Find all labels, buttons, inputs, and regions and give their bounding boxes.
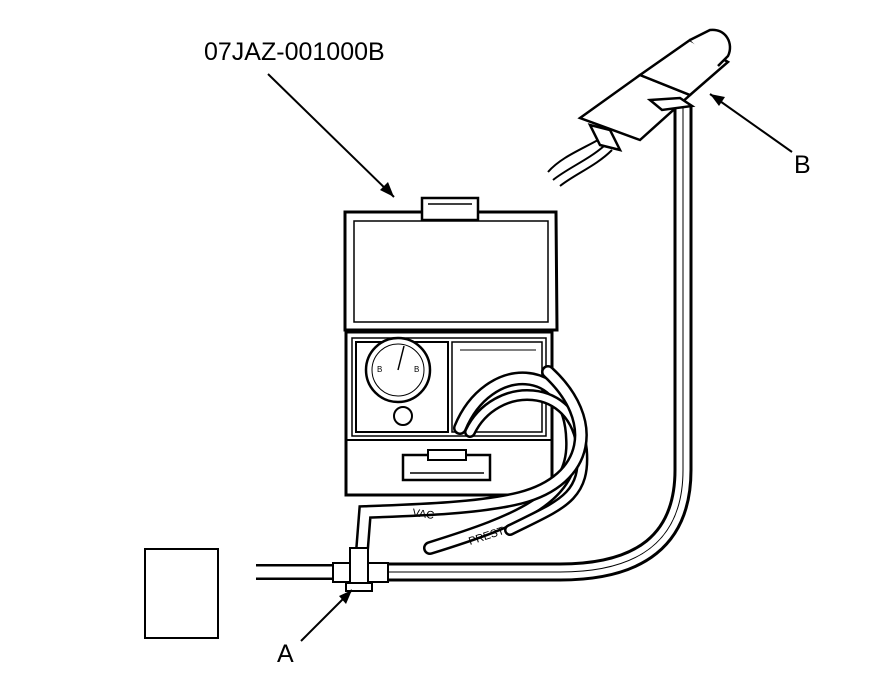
tee-fitting (332, 547, 389, 592)
callout-b-label: B (794, 151, 811, 179)
pressure-gauge-dial: B B (364, 336, 432, 404)
tester-hoses (355, 365, 589, 557)
blank-reference-box (144, 548, 219, 639)
callout-b-leader-line (709, 93, 793, 153)
callout-a-arrowhead (339, 590, 352, 604)
map-sensor (577, 28, 732, 152)
vacuum-hose-label: VAC (412, 507, 435, 522)
gauge-scale-left-label: B (377, 365, 382, 374)
callout-b-arrowhead (710, 94, 725, 106)
callout-a-label: A (277, 640, 294, 668)
sensor-wires (547, 139, 613, 187)
tool-part-number-label: 07JAZ-001000B (204, 38, 385, 66)
adjuster-knob (393, 406, 413, 426)
tool-leader-line (267, 73, 395, 198)
gauge-scale-right-label: B (414, 365, 419, 374)
tool-arrowhead (380, 182, 394, 197)
leader-arrowheads (339, 94, 725, 604)
main-vacuum-pipe (256, 105, 693, 582)
tester-case-lid (343, 196, 559, 332)
